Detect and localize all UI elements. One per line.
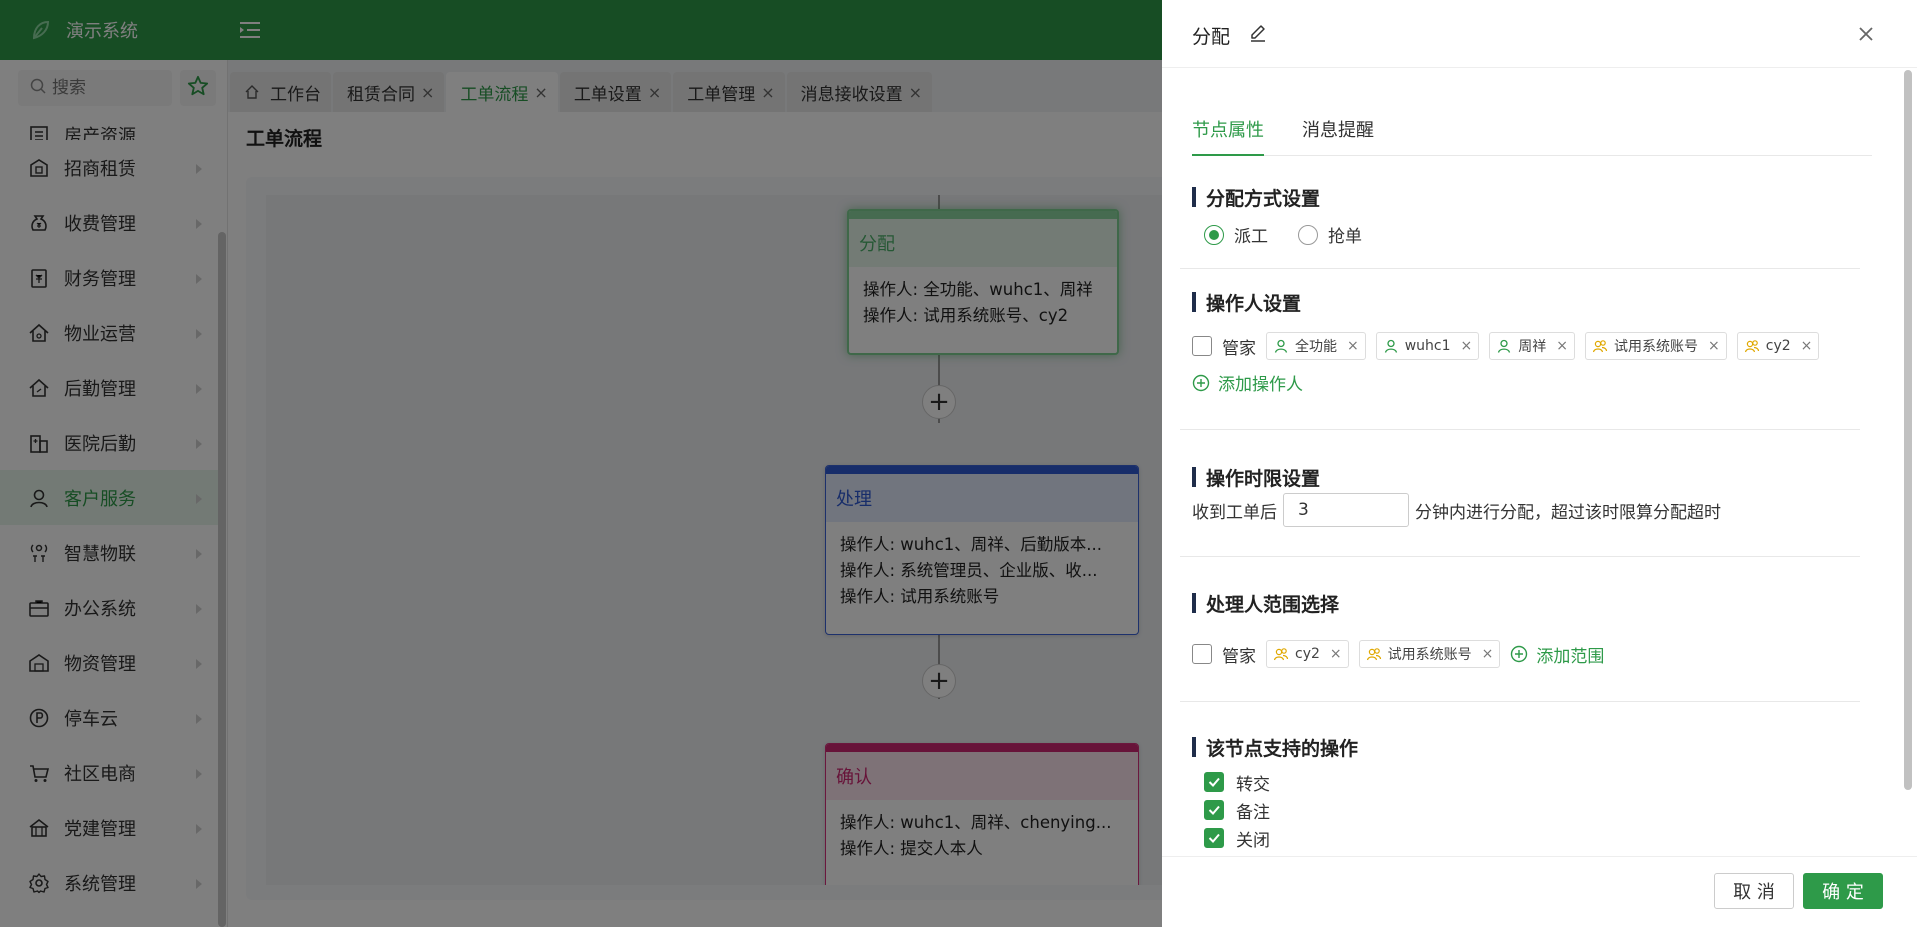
section-divider [1180,701,1860,702]
time-limit-row: 收到工单后 分钟内进行分配，超过该时限算分配超时 [1192,493,1721,527]
group-chip: 试用系统账号 × [1358,640,1501,668]
steward-checkbox[interactable] [1192,336,1212,356]
operation-option: 备注 [1204,796,1314,824]
close-icon[interactable] [1854,22,1878,46]
chip-label: cy2 [1765,338,1791,354]
chip-remove-icon[interactable]: × [1481,646,1494,662]
cancel-button[interactable]: 取 消 [1714,873,1794,909]
section-divider [1180,429,1860,430]
chip-remove-icon[interactable]: × [1347,338,1359,354]
drawer-body: 节点属性 消息提醒 分配方式设置 派工 抢单 操作人设置 管家 全功能×wuhc… [1162,68,1902,856]
confirm-button[interactable]: 确 定 [1803,873,1883,909]
drawer-header: 分配 [1162,0,1917,68]
operators-row: 管家 全功能 × wuhc1 × 周祥 × 试用系统账号 × cy2 × [1192,332,1829,360]
operations-list: 转交备注关闭工单流程 [1204,768,1314,856]
chip-remove-icon[interactable]: × [1329,646,1342,662]
user-icon [1383,338,1399,354]
radio-label: 抢单 [1328,227,1362,247]
chip-label: 全功能 [1295,339,1337,355]
plus-circle-icon [1192,374,1210,392]
operation-checkbox[interactable] [1204,828,1224,848]
edit-icon[interactable] [1248,23,1268,43]
assign-method-options: 派工 抢单 [1204,222,1392,247]
section-divider [1180,268,1860,269]
user-group-icon [1744,338,1760,354]
operation-label: 关闭 [1236,830,1270,851]
chip-remove-icon[interactable]: × [1800,338,1813,354]
drawer-tabs: 节点属性 消息提醒 [1192,116,1872,156]
tab-node-properties[interactable]: 节点属性 [1192,116,1264,156]
steward-checkbox[interactable] [1192,644,1212,664]
user-group-icon [1273,646,1289,662]
radio-dispatch[interactable] [1204,224,1224,245]
time-limit-prefix: 收到工单后 [1192,502,1277,523]
operation-label: 备注 [1236,802,1270,823]
operation-option: 关闭 [1204,824,1314,852]
user-icon [1273,338,1289,354]
drawer-title: 分配 [1192,26,1231,48]
section-title-time-limit: 操作时限设置 [1192,464,1320,491]
group-chip: cy2 × [1736,332,1820,360]
section-title-operations: 该节点支持的操作 [1192,734,1358,761]
section-divider [1180,556,1860,557]
chip-label: cy2 [1295,646,1320,662]
chip-label: 试用系统账号 [1614,339,1699,355]
chip-remove-icon[interactable]: × [1708,338,1720,354]
operation-option: 转交 [1204,768,1314,796]
group-chip: cy2 × [1266,640,1349,668]
user-group-icon [1592,338,1608,354]
handler-scope-row: 管家 cy2 × 试用系统账号 × 添加范围 [1192,640,1604,668]
radio-label: 派工 [1234,227,1268,247]
user-icon [1496,338,1512,354]
add-operator-button[interactable]: 添加操作人 [1192,370,1303,395]
chip-label: 周祥 [1518,339,1547,355]
section-title-handler-scope: 处理人范围选择 [1192,590,1339,617]
tab-message-reminder[interactable]: 消息提醒 [1302,120,1374,141]
steward-label: 管家 [1222,338,1256,359]
user-group-icon [1366,646,1382,662]
operation-label: 转交 [1236,774,1270,795]
add-scope-button[interactable]: 添加范围 [1510,642,1604,667]
section-title-assign-method: 分配方式设置 [1192,184,1320,211]
chip-label: wuhc1 [1404,338,1451,354]
add-scope-label: 添加范围 [1536,646,1605,667]
user-chip: 全功能 × [1266,332,1366,360]
group-chip: 试用系统账号 × [1585,332,1727,360]
time-limit-suffix: 分钟内进行分配，超过该时限算分配超时 [1415,502,1721,523]
user-chip: 周祥 × [1489,332,1576,360]
chip-label: 试用系统账号 [1387,647,1472,663]
operation-checkbox[interactable] [1204,772,1224,792]
section-title-operators: 操作人设置 [1192,289,1301,316]
user-chip: wuhc1 × [1375,332,1480,360]
node-settings-drawer: 分配 节点属性 消息提醒 分配方式设置 派工 抢单 操作人设 [1162,0,1917,927]
drawer-footer: 取 消 确 定 [1162,856,1917,927]
radio-grab[interactable] [1298,224,1318,245]
drawer-scrollbar[interactable] [1904,70,1912,790]
time-limit-input[interactable] [1283,493,1409,527]
add-operator-label: 添加操作人 [1218,375,1303,395]
chip-remove-icon[interactable]: × [1460,338,1473,354]
chip-remove-icon[interactable]: × [1556,338,1569,354]
steward-label: 管家 [1222,646,1256,667]
plus-circle-icon [1510,645,1528,663]
operation-checkbox[interactable] [1204,800,1224,820]
